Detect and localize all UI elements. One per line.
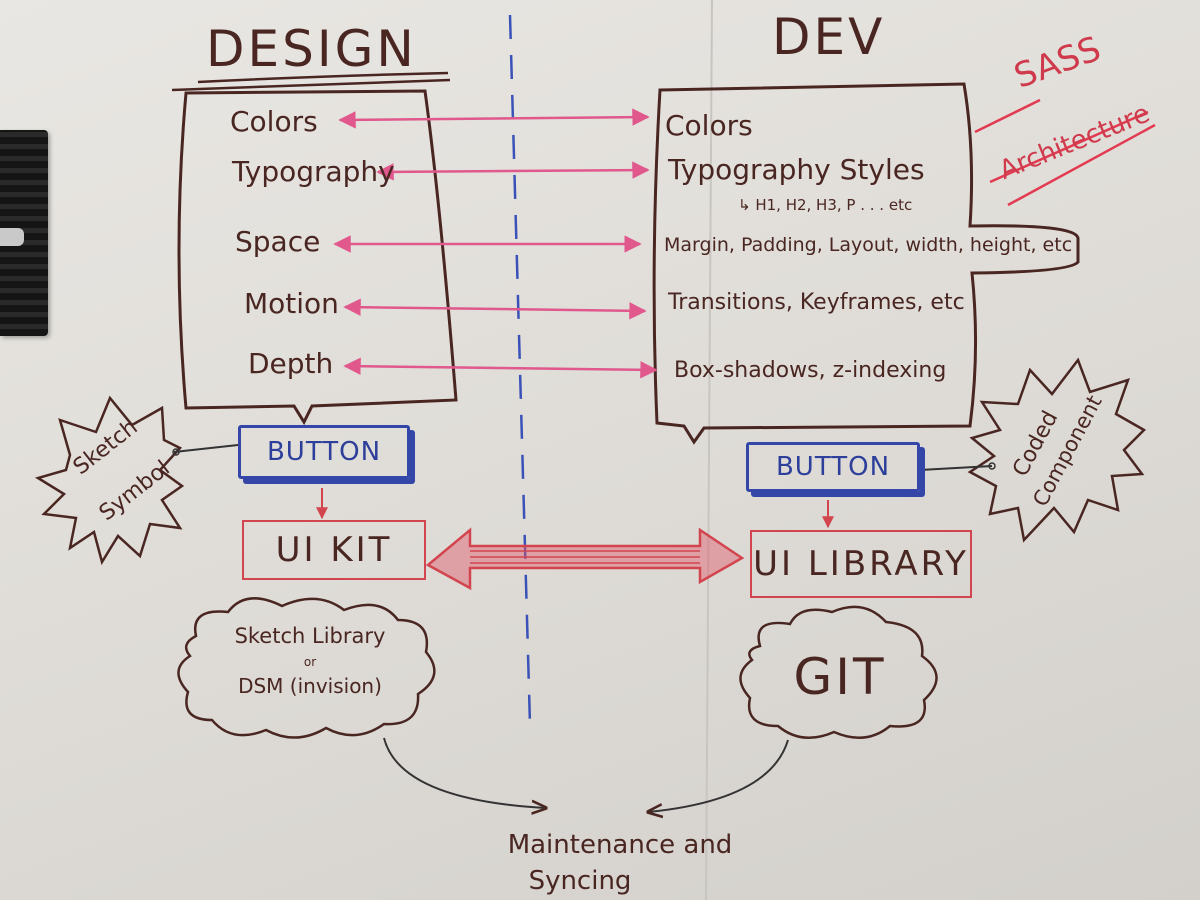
coded-component-burst — [967, 357, 1147, 543]
design-button-component[interactable]: BUTTON — [238, 425, 410, 479]
connector-dot — [172, 448, 180, 456]
maintenance-line2: Syncing — [528, 866, 632, 896]
dev-typography-note: ↳ H1, H2, H3, P . . . etc — [738, 196, 913, 214]
ui-kit-label: UI KIT — [275, 530, 393, 570]
arrow-motion — [343, 298, 647, 320]
connector-coded-component — [919, 465, 993, 471]
git-label: GIT — [793, 648, 887, 706]
arrow-colors — [338, 108, 650, 129]
center-divider — [508, 14, 532, 726]
design-item-typography: Typography — [232, 155, 395, 188]
dev-item-depth: Box-shadows, z-indexing — [674, 358, 947, 383]
dev-button-component[interactable]: BUTTON — [746, 442, 920, 492]
design-item-colors: Colors — [230, 105, 318, 138]
sass-underline-3 — [1007, 123, 1156, 207]
connector-sketch-symbol — [173, 444, 239, 453]
design-title: DESIGN — [206, 20, 417, 78]
design-underline-2 — [171, 78, 451, 92]
dev-item-typography-styles: Typography Styles — [668, 153, 925, 186]
sketch-library-line1: Sketch Library — [234, 624, 386, 648]
design-item-depth: Depth — [248, 347, 334, 380]
dev-box — [652, 82, 1080, 445]
sketch-symbol-burst — [34, 395, 185, 566]
uikit-library-sync-arrow — [425, 527, 745, 591]
sass-underline-1 — [974, 98, 1041, 134]
dev-item-space: Margin, Padding, Layout, width, height, … — [664, 234, 1073, 256]
design-underline — [197, 71, 449, 84]
design-item-motion: Motion — [244, 287, 339, 320]
maintenance-line1: Maintenance and — [507, 830, 733, 860]
arrow-typography — [376, 161, 650, 181]
sketch-library-line3: DSM (invision) — [238, 674, 382, 698]
board-seam — [705, 0, 713, 900]
git-cloud — [739, 605, 938, 739]
ui-library-box: UI LIBRARY — [750, 530, 972, 598]
sketch-library-cloud — [177, 597, 436, 739]
arrow-depth — [343, 357, 658, 379]
connector-dot-2 — [988, 462, 996, 470]
dev-item-colors: Colors — [665, 109, 753, 142]
design-item-space: Space — [235, 225, 321, 258]
arrow-sketch-to-maintenance — [383, 737, 546, 808]
arrow-git-to-maintenance — [648, 739, 789, 812]
ui-kit-box: UI KIT — [242, 520, 426, 580]
sass-underline-2 — [989, 110, 1149, 184]
design-button-label: BUTTON — [266, 437, 382, 467]
magnet-knob — [0, 228, 24, 246]
ui-library-label: UI LIBRARY — [753, 544, 969, 584]
dev-title: DEV — [772, 8, 886, 66]
dev-item-motion: Transitions, Keyframes, etc — [668, 290, 965, 315]
dev-button-label: BUTTON — [775, 452, 891, 482]
sketch-library-line2: or — [303, 655, 317, 669]
